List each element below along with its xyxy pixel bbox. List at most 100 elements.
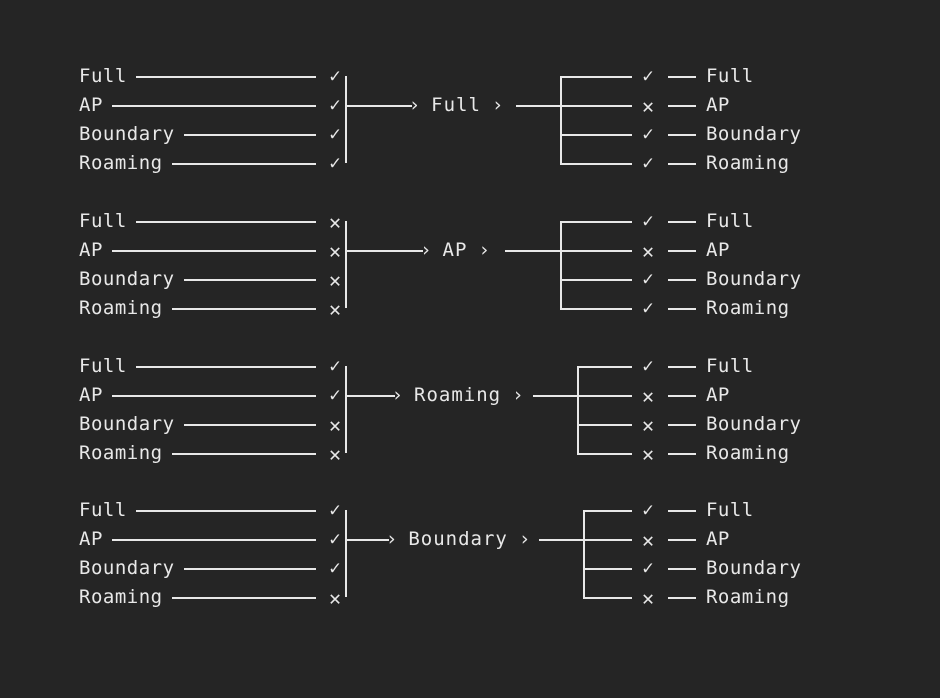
bracket-stub xyxy=(560,162,632,165)
arrow-line xyxy=(345,394,395,397)
bracket-stub xyxy=(560,249,632,252)
output-label: Full xyxy=(706,210,754,232)
input-row: Roaming✕ xyxy=(79,583,345,612)
connector-line xyxy=(668,278,696,281)
bracket-stub xyxy=(560,133,632,136)
arrow-tail-line xyxy=(504,250,560,252)
check-icon: ✓ xyxy=(642,268,654,290)
input-label: Full xyxy=(79,355,127,377)
output-row: ✕Roaming xyxy=(577,439,789,468)
arrow-head-icon: › xyxy=(385,528,398,550)
connector-line xyxy=(183,278,316,281)
connector-line xyxy=(111,394,316,397)
input-row: Full✓ xyxy=(79,496,345,525)
connector-line xyxy=(171,162,316,165)
check-icon: ✓ xyxy=(642,123,654,145)
input-label: Roaming xyxy=(79,297,163,319)
input-row: Full✓ xyxy=(79,62,345,91)
arrow-tail-line xyxy=(516,105,561,107)
check-icon: ✓ xyxy=(642,210,654,232)
connector-line xyxy=(667,133,696,136)
input-row: Boundary✕ xyxy=(79,265,345,294)
arrow-head-icon: › xyxy=(420,239,432,261)
output-row: ✓Boundary xyxy=(560,265,802,294)
cross-icon: ✕ xyxy=(641,383,654,408)
transition-state-label: Boundary xyxy=(408,528,508,550)
input-column: Full✓AP✓Boundary✓Roaming✓ xyxy=(79,62,345,192)
check-icon: ✓ xyxy=(329,123,341,145)
input-label: Full xyxy=(79,210,127,232)
bracket-stub xyxy=(560,75,632,78)
transition-state-label: Roaming xyxy=(414,384,502,406)
output-row: ✓Roaming xyxy=(560,294,790,323)
arrow-tail-line xyxy=(539,539,584,541)
connector-line xyxy=(667,567,696,570)
connector-line xyxy=(667,509,696,512)
connector-line xyxy=(668,249,696,252)
output-label: Roaming xyxy=(705,152,790,174)
cross-icon: ✕ xyxy=(328,209,342,234)
output-row: ✕AP xyxy=(583,525,730,554)
output-label: AP xyxy=(705,94,730,116)
connector-line xyxy=(667,104,696,107)
bracket-stub xyxy=(577,365,632,368)
bracket-stub xyxy=(577,394,632,397)
bracket-stub xyxy=(583,509,632,512)
arrow-line xyxy=(345,538,389,541)
output-label: Boundary xyxy=(705,557,802,579)
bracket-stub xyxy=(583,538,632,541)
connector-line xyxy=(667,596,696,599)
transition-arrow: ›Boundary› xyxy=(345,525,530,554)
connector-line xyxy=(667,423,696,426)
output-label: Roaming xyxy=(706,297,790,319)
output-label: AP xyxy=(705,384,730,406)
input-label: Boundary xyxy=(79,123,175,145)
input-label: AP xyxy=(79,528,103,550)
chevron-right-icon: › xyxy=(491,94,504,116)
check-icon: ✓ xyxy=(329,94,341,116)
connector-line xyxy=(135,220,316,223)
bracket-stub xyxy=(577,452,632,455)
connector-line xyxy=(171,452,316,455)
output-row: ✕ AP xyxy=(560,91,730,120)
check-icon: ✓ xyxy=(329,528,341,550)
input-row: Full✓ xyxy=(79,352,345,381)
right-bracket-spine xyxy=(577,366,580,453)
arrow-tail-line xyxy=(533,395,578,397)
bracket-stub xyxy=(560,278,632,281)
check-icon: ✓ xyxy=(642,355,654,377)
arrow-line xyxy=(345,249,424,252)
bracket-stub xyxy=(577,423,632,426)
output-row: ✓ Full xyxy=(560,207,754,236)
cross-icon: ✕ xyxy=(641,585,654,610)
check-icon: ✓ xyxy=(642,152,654,174)
left-bracket-spine xyxy=(345,76,347,163)
cross-icon: ✕ xyxy=(328,441,342,466)
transition-arrow: ›AP› xyxy=(345,236,490,265)
input-label: Roaming xyxy=(79,442,163,464)
input-label: Boundary xyxy=(79,557,175,579)
cross-icon: ✕ xyxy=(641,441,654,466)
input-label: Full xyxy=(79,499,127,521)
left-bracket-spine xyxy=(345,366,347,453)
connector-line xyxy=(183,133,316,136)
connector-line xyxy=(667,538,696,541)
right-bracket-spine xyxy=(560,76,563,163)
connector-line xyxy=(667,162,696,165)
cross-icon: ✕ xyxy=(328,238,342,263)
input-row: AP ✓ xyxy=(79,91,345,120)
transition-group: Full✓AP✓Boundary✓Roaming✓›Full›✓Full✕AP✓… xyxy=(0,62,940,192)
transition-group: Full✕AP✕Boundary✕Roaming✕›AP›✓Full✕AP✓Bo… xyxy=(0,207,940,337)
output-label: Boundary xyxy=(705,413,802,435)
cross-icon: ✕ xyxy=(641,93,654,118)
connector-line xyxy=(667,452,696,455)
input-column: Full✓AP✓Boundary✕Roaming✕ xyxy=(79,352,345,482)
output-row: ✕Boundary xyxy=(577,410,801,439)
input-label: Roaming xyxy=(79,586,163,608)
output-row: ✓ Roaming xyxy=(560,149,789,178)
bracket-stub xyxy=(583,567,632,570)
right-bracket-spine xyxy=(560,221,562,308)
check-icon: ✓ xyxy=(329,557,341,579)
transition-state-label: AP xyxy=(442,239,468,261)
input-label: AP xyxy=(79,94,103,116)
